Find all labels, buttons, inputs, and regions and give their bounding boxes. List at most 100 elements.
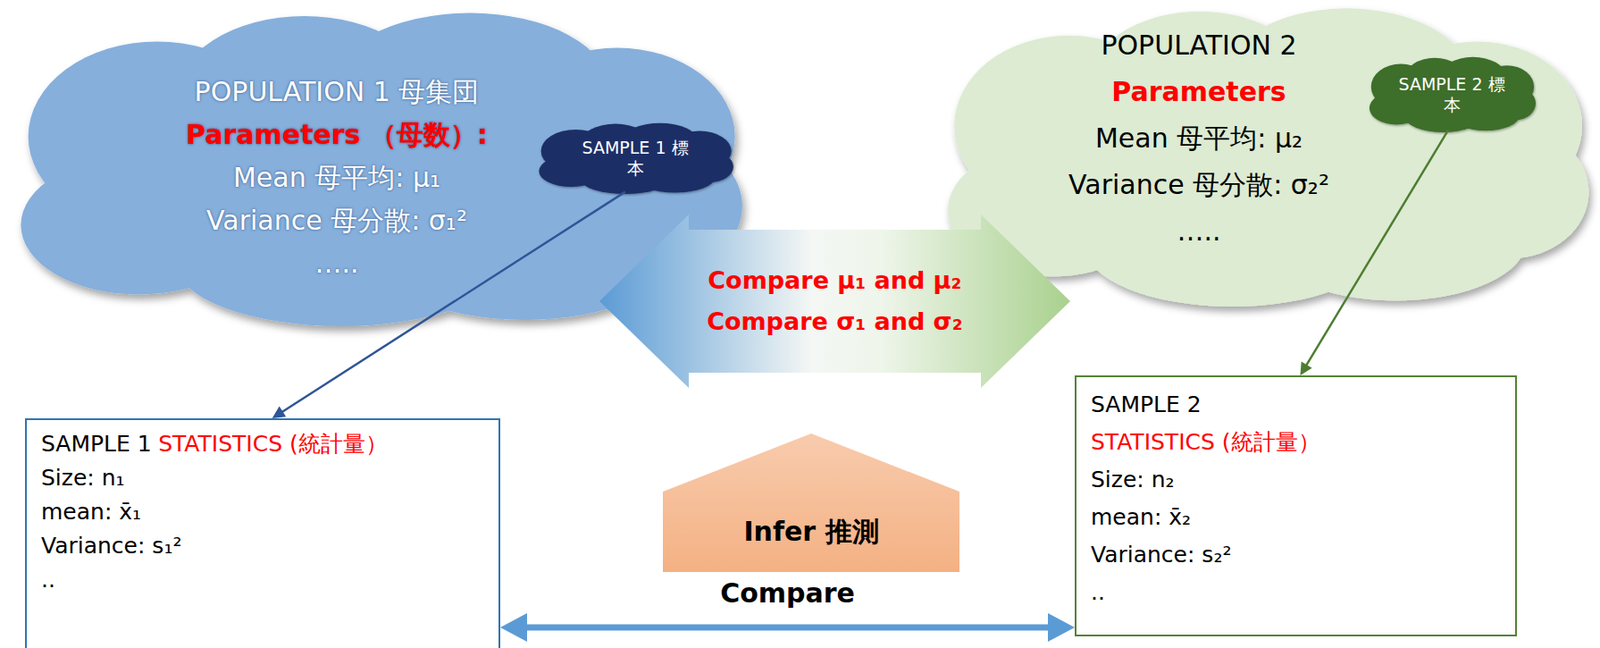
- text-line: mean: x̄₂: [1090, 498, 1321, 537]
- text-line: Infer 推測: [743, 513, 879, 550]
- text-block: SAMPLE 2 標本: [1398, 74, 1506, 116]
- node-label: Mean 母平均: μ₂: [1095, 122, 1303, 154]
- text-line: STATISTICS (統計量）: [1090, 423, 1321, 461]
- cloud-puff: [65, 73, 691, 295]
- node-label: Parameters （母数）:: [185, 118, 488, 151]
- node-label: mean: x̄₂: [1090, 503, 1191, 530]
- population-cloud: POPULATION 2 ParametersMean 母平均: μ₂ Varian…: [938, 5, 1592, 307]
- text-line: mean: x̄₁: [41, 494, 388, 529]
- node-label: SAMPLE 1 標本: [581, 137, 688, 178]
- edge-label: Compare: [714, 577, 861, 610]
- node-label: POPULATION 2: [1100, 29, 1297, 61]
- node-label: ..: [1090, 578, 1106, 605]
- cloud-body: [1369, 57, 1536, 133]
- node-label: Variance: s₂²: [1090, 541, 1232, 568]
- node-label: POPULATION 1 母集団: [194, 75, 480, 108]
- connector: [500, 612, 1075, 642]
- text-line: …..: [1068, 208, 1330, 255]
- node-label: Infer 推測: [743, 515, 879, 547]
- text-line: ..: [41, 562, 388, 597]
- box-border: [1075, 376, 1517, 636]
- text-line: Compare σ₁ and σ₂: [706, 301, 963, 343]
- text-block: SAMPLE 2 STATISTICS (統計量） Size: n₂ mean: x̄…: [1090, 385, 1321, 612]
- connector-line: [521, 624, 1054, 631]
- text-line: SAMPLE 1 標本: [581, 137, 689, 179]
- text-block: SAMPLE 1 標本: [581, 137, 689, 179]
- node-label: ..: [41, 566, 56, 593]
- text-line: …..: [185, 242, 488, 285]
- text-line: ..: [1090, 573, 1321, 612]
- text-line: Variance 母分散: σ₁²: [185, 199, 488, 243]
- arrowhead: [1299, 360, 1312, 376]
- node-label: Variance 母分散: σ₁²: [206, 204, 468, 236]
- cloud-puff: [635, 163, 715, 193]
- text-line: Mean 母平均: μ₁: [185, 156, 488, 200]
- cloud-puff: [686, 150, 734, 183]
- text-line: SAMPLE 2 標本: [1398, 74, 1506, 116]
- population-cloud: POPULATION 1 母集団 Parameters （母数）: Mean 母平均…: [9, 9, 746, 327]
- text-line: POPULATION 2: [1068, 22, 1330, 69]
- arrowhead: [272, 406, 287, 419]
- node-label: mean: x̄₁: [41, 498, 142, 525]
- text-line: Parameters （母数）:: [185, 113, 488, 157]
- box-border: [25, 418, 500, 648]
- text-line: SAMPLE 1STATISTICS (統計量）: [41, 427, 388, 461]
- arrowhead: [1047, 612, 1075, 642]
- node-label: SAMPLE 1: [41, 430, 152, 457]
- cloud-puff: [1369, 91, 1425, 125]
- up-arrow-shape: [662, 433, 960, 572]
- cloud-puff: [565, 136, 743, 277]
- text-block: Compare μ₁ and μ₂ Compare σ₁ and σ₂: [706, 259, 963, 343]
- node-label: …..: [1176, 215, 1221, 247]
- node-label: SAMPLE 2 標本: [1398, 74, 1505, 115]
- text-line: Variance 母分散: σ₂²: [1068, 161, 1330, 209]
- text-block: POPULATION 1 母集団 Parameters （母数）: Mean 母平均…: [185, 70, 488, 285]
- statistics-box: SAMPLE 2 STATISTICS (統計量） Size: n₂ mean: x̄…: [1074, 375, 1517, 637]
- cloud-puff: [1379, 71, 1525, 126]
- arrowhead: [500, 612, 528, 642]
- node-label: STATISTICS (統計量）: [1090, 428, 1321, 455]
- cloud-puff: [1451, 100, 1520, 131]
- node-label: Parameters: [1111, 75, 1286, 108]
- node-label: Mean 母平均: μ₁: [233, 161, 441, 193]
- cloud-puff: [947, 143, 1157, 277]
- node-label: SAMPLE 2: [1090, 391, 1202, 418]
- text-block: POPULATION 2 ParametersMean 母平均: μ₂ Varian…: [1068, 22, 1330, 255]
- cloud-puff: [987, 65, 1543, 277]
- sample-cloud: SAMPLE 1 標本: [536, 122, 735, 194]
- text-block: SAMPLE 1STATISTICS (統計量） Size: n₁ mean: x̄…: [41, 427, 388, 597]
- text-line: Size: n₂: [1090, 460, 1321, 499]
- node-label: Compare μ₁ and μ₂: [707, 266, 962, 294]
- node-label: Variance: s₁²: [41, 532, 182, 559]
- cloud-body: [538, 123, 734, 194]
- compare-arrow: Compare μ₁ and μ₂ Compare σ₁ and σ₂: [599, 214, 1071, 388]
- text-line: Compare μ₁ and μ₂: [706, 259, 963, 302]
- connector: [1299, 129, 1449, 376]
- cloud-puff: [499, 47, 736, 225]
- text-line: Mean 母平均: μ₂: [1068, 115, 1330, 162]
- statistics-box: SAMPLE 1STATISTICS (統計量） Size: n₁ mean: x̄…: [25, 418, 501, 648]
- cloud-body: [20, 13, 743, 327]
- node-label: …..: [314, 247, 359, 279]
- cloud-puff: [551, 136, 721, 187]
- text-line: POPULATION 1 母集団: [185, 70, 488, 114]
- cloud-puff: [1085, 185, 1380, 307]
- double-arrow-shape: [599, 214, 1071, 388]
- cloud-puff: [580, 165, 671, 194]
- infer-arrow-outline: [662, 433, 960, 572]
- cloud-puff: [1373, 41, 1583, 210]
- compare-arrow-outline: [599, 214, 1071, 388]
- cloud-puff: [1432, 125, 1590, 259]
- cloud-puff: [175, 199, 507, 327]
- cloud-puff: [1085, 11, 1315, 168]
- text-line: Variance: s₂²: [1090, 536, 1321, 574]
- node-label: STATISTICS (統計量）: [158, 430, 388, 457]
- text-line: Variance: s₁²: [41, 528, 388, 563]
- node-label: Size: n₁: [41, 464, 126, 491]
- text-line: Parameters: [1068, 68, 1330, 116]
- connector-line: [1305, 129, 1449, 367]
- text-block: Infer 推測: [743, 513, 879, 550]
- text-line: SAMPLE 2: [1090, 385, 1321, 424]
- cloud-puff: [538, 155, 603, 187]
